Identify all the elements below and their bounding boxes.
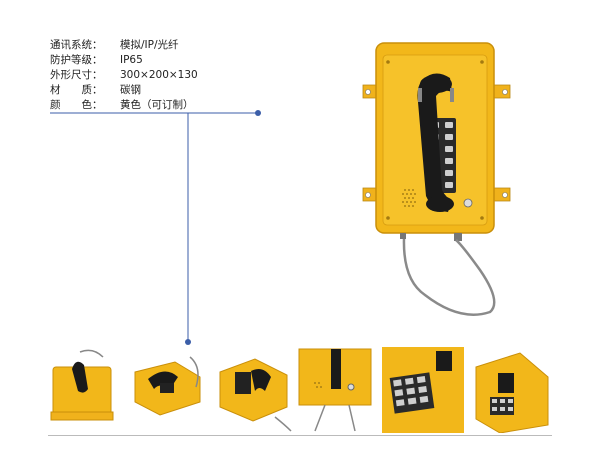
spec-row-color: 颜 色： 黄色（可订制） <box>50 98 250 113</box>
thumb-top-view <box>50 349 114 421</box>
spec-value: 模拟/IP/光纤 <box>120 39 179 51</box>
thumb-keypad-closeup <box>382 347 464 433</box>
thumb-side-view <box>134 356 201 416</box>
armored-cord <box>402 238 496 316</box>
spec-row-dimensions: 外形尺寸： 300×200×130 <box>50 68 250 83</box>
spec-value: 300×200×130 <box>120 69 198 81</box>
spec-label: 外形尺寸： <box>50 69 103 81</box>
spec-value: IP65 <box>120 54 143 66</box>
thumbnail-strip-baseline <box>48 435 552 436</box>
spec-value: 黄色（可订制） <box>120 99 194 111</box>
spec-list: 通讯系统： 模拟/IP/光纤 防护等级： IP65 外形尺寸： 300×200×… <box>50 38 250 113</box>
thumb-front-view <box>298 348 372 432</box>
speaker-grill-icon <box>402 189 416 207</box>
spec-row-communication: 通讯系统： 模拟/IP/光纤 <box>50 38 250 53</box>
connector-dot-bottom <box>185 339 191 345</box>
spec-label: 防护等级： <box>50 54 103 66</box>
spec-row-protection: 防护等级： IP65 <box>50 53 250 68</box>
spec-label: 材 质： <box>50 84 103 96</box>
spec-value: 碳钢 <box>120 84 141 96</box>
hero-phone-image <box>362 42 511 316</box>
connector-dot-right <box>255 110 261 116</box>
thumb-cradle-closeup <box>475 352 549 433</box>
thumb-angle-view <box>219 358 292 432</box>
spec-label: 颜 色： <box>50 99 103 111</box>
call-button-icon <box>463 198 473 208</box>
spec-row-material: 材 质： 碳钢 <box>50 83 250 98</box>
spec-label: 通讯系统： <box>50 39 103 51</box>
handset <box>417 73 454 212</box>
